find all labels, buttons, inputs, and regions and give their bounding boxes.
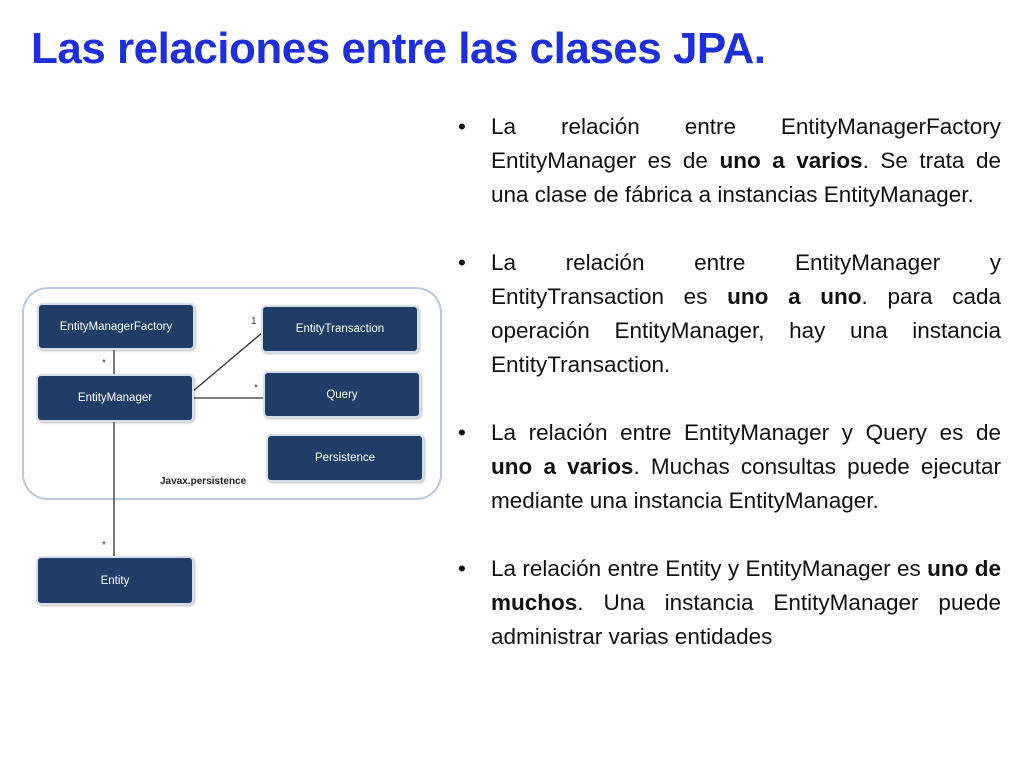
mult-manager-transaction: 1 — [251, 316, 257, 327]
bullet-text: La relación entre EntityManager y Entity… — [491, 250, 1001, 309]
bullet-text: La relación entre EntityManagerFactory E… — [491, 114, 1001, 173]
bullet-item: La relación entre EntityManager y Entity… — [458, 246, 1001, 382]
box-persistence: Persistence — [266, 434, 424, 482]
bullet-emphasis: uno a varios — [491, 454, 634, 479]
box-entity-manager-factory: EntityManagerFactory — [37, 303, 195, 350]
bullet-text: La relación entre Entity y EntityManager… — [491, 556, 928, 581]
line-manager-transaction — [191, 331, 264, 393]
bullet-text: . Se trata de una clase de fábrica a ins… — [491, 148, 1001, 207]
bullet-emphasis: uno a uno — [727, 284, 862, 309]
bullet-item: La relación entre EntityManager y Query … — [458, 416, 1001, 518]
box-query: Query — [263, 371, 421, 418]
box-entity-transaction: EntityTransaction — [261, 305, 419, 353]
bullet-emphasis: uno a varios — [719, 148, 863, 173]
bullet-text: . para cada operación EntityManager, hay… — [491, 284, 1001, 377]
bullet-text: . Una instancia EntityManager puede admi… — [491, 590, 1001, 649]
box-entity-manager: EntityManager — [36, 374, 194, 422]
bullet-list: La relación entre EntityManagerFactory E… — [458, 110, 1001, 688]
bullet-text: . Muchas consultas puede ejecutar median… — [491, 454, 1001, 513]
page-title: Las relaciones entre las clases JPA. — [31, 24, 766, 73]
bullet-item: La relación entre EntityManagerFactory E… — [458, 110, 1001, 212]
package-label: Javax.persistence — [160, 476, 247, 487]
bullet-item: La relación entre Entity y EntityManager… — [458, 552, 1001, 654]
mult-manager-entity: * — [102, 540, 106, 551]
mult-factory-manager: * — [102, 358, 106, 369]
box-entity: Entity — [36, 556, 194, 605]
bullet-emphasis: uno de muchos — [491, 556, 1001, 615]
mult-manager-query: * — [254, 383, 258, 394]
bullet-text: La relación entre EntityManager y Query … — [491, 420, 1001, 445]
